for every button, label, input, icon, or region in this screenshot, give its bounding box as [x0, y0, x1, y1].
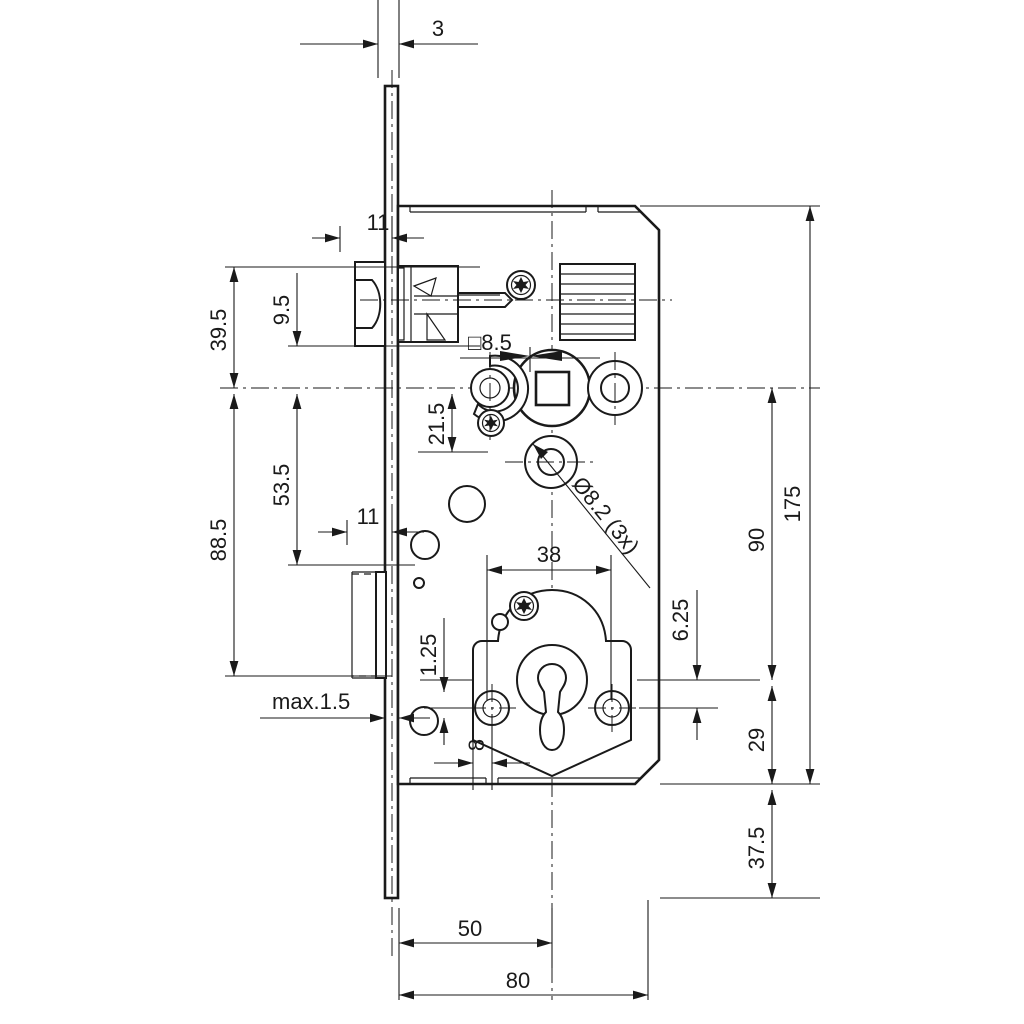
dim-label-53-5: 53.5	[269, 464, 294, 507]
dim-9-5: 9.5	[269, 273, 480, 347]
dim-50: 50	[398, 908, 553, 1000]
dim-faceplate-thickness: 3	[300, 0, 478, 78]
hole-small	[413, 577, 425, 589]
dim-label-39-5: 39.5	[206, 309, 231, 352]
dim-label-6-25: 6.25	[668, 599, 693, 642]
dim-39-5: 39.5	[206, 266, 480, 388]
dim-label-11-mid: 11	[357, 504, 380, 529]
dim-1-25: 1.25	[416, 618, 472, 745]
dim-label-50: 50	[458, 916, 482, 941]
latch-bolt-assembly	[354, 261, 514, 347]
hole-large	[448, 485, 486, 523]
dim-label-21-5: 21.5	[424, 403, 449, 446]
dim-6-25: 6.25	[640, 590, 760, 740]
dim-label-29: 29	[744, 728, 769, 752]
dim-11-top: 11	[312, 210, 424, 252]
dim-label-90: 90	[744, 528, 769, 552]
hole-medium-lower	[409, 706, 439, 736]
dim-label-88-5: 88.5	[206, 519, 231, 562]
torx-screw-top	[506, 270, 536, 300]
dim-80: 80	[399, 900, 649, 1000]
dim-label-175: 175	[780, 486, 805, 523]
dim-label-max-1-5: max.1.5	[272, 689, 350, 714]
dim-29: 29	[744, 686, 777, 784]
dim-label-11-top: 11	[367, 210, 390, 235]
dim-53-5: 53.5	[269, 394, 415, 566]
dim-square-8-5: □8.5	[460, 330, 600, 372]
dim-label-square-8-5: □8.5	[468, 330, 512, 355]
euro-cylinder-assembly	[468, 588, 636, 778]
dim-label-8: 8	[464, 739, 489, 751]
dim-label-80: 80	[506, 968, 530, 993]
dim-37-5: 37.5	[660, 790, 820, 899]
dim-21-5: 21.5	[418, 394, 488, 453]
dim-38: 38	[486, 542, 612, 700]
dim-max-1-5: max.1.5	[260, 689, 430, 740]
dim-175: 175	[640, 205, 820, 785]
dim-11-mid: 11	[318, 504, 424, 560]
case-holes	[409, 485, 486, 736]
dim-88-5: 88.5	[206, 394, 392, 677]
dim-label-1-25: 1.25	[416, 634, 441, 677]
dim-label-9-5: 9.5	[269, 295, 294, 326]
dim-90: 90	[744, 388, 777, 680]
auxiliary-bolt	[559, 263, 636, 341]
hole-medium-upper	[410, 530, 440, 560]
dim-label-37-5: 37.5	[744, 827, 769, 870]
internal-deadbolt-hidden	[351, 571, 387, 679]
dim-label-38: 38	[537, 542, 561, 567]
dim-8: 8	[434, 714, 530, 790]
dim-label-3: 3	[432, 16, 444, 41]
